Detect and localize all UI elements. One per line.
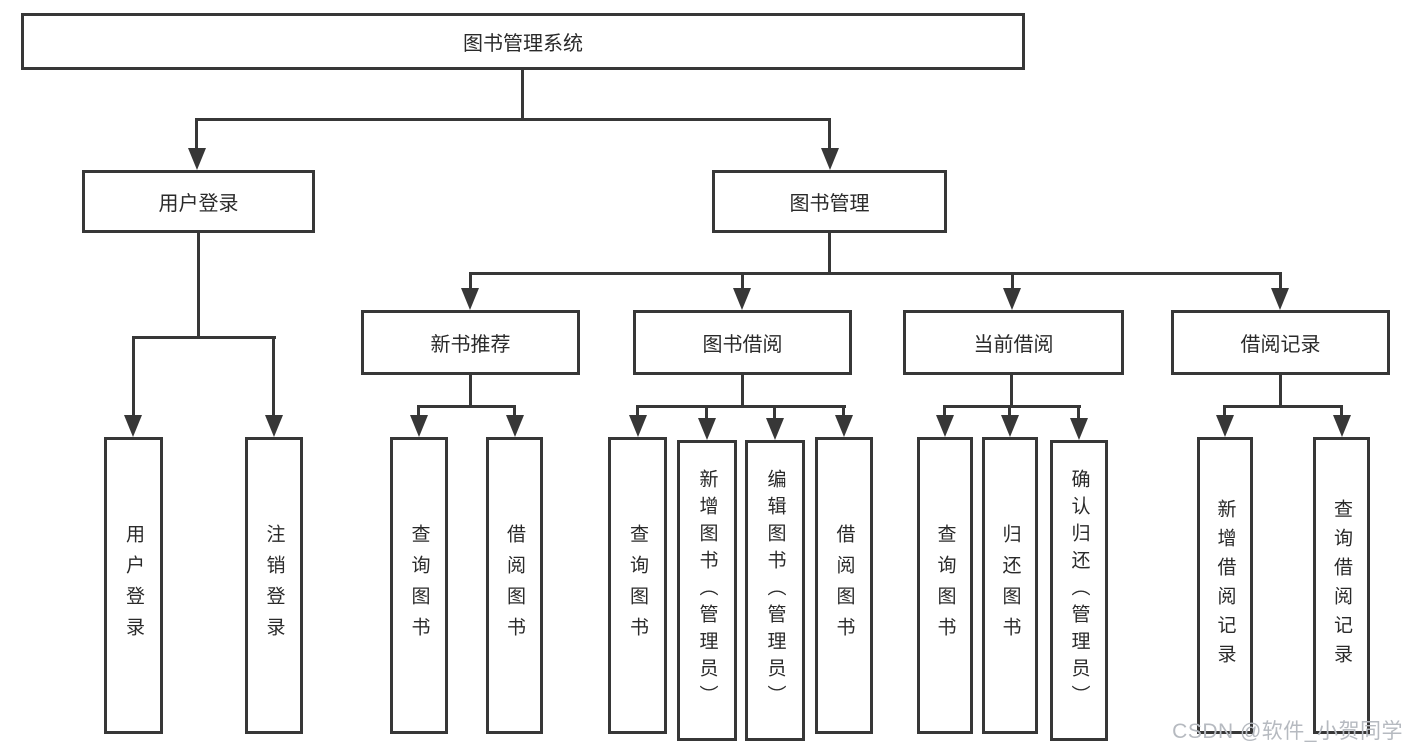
connector-line — [943, 405, 946, 415]
node-user-login: 用户登录 — [82, 170, 315, 233]
arrow-down-icon — [410, 415, 428, 437]
node-label: 借阅记录 — [1240, 334, 1321, 356]
leaf-return-books: 归还图书 — [982, 437, 1038, 734]
node-new-book-recommend: 新书推荐 — [361, 310, 580, 375]
arrow-down-icon — [506, 415, 524, 437]
connector-line — [1011, 272, 1014, 288]
arrow-down-icon — [1271, 288, 1289, 310]
connector-line — [705, 405, 708, 418]
connector-line — [636, 405, 846, 408]
connector-line — [196, 118, 831, 121]
connector-line — [741, 375, 744, 405]
leaf-confirm-return-admin: 确认归还（管理员） — [1050, 440, 1108, 741]
arrow-down-icon — [265, 415, 283, 437]
node-label: 查询图书 — [627, 523, 648, 648]
connector-line — [636, 405, 639, 415]
arrow-down-icon — [1070, 418, 1088, 440]
connector-line — [417, 405, 516, 408]
connector-line — [469, 272, 472, 288]
connector-line — [197, 233, 200, 336]
connector-line — [1223, 405, 1226, 415]
node-current-borrow: 当前借阅 — [903, 310, 1124, 375]
leaf-borrow-books: 借阅图书 — [486, 437, 543, 734]
node-label: 新增图书（管理员） — [696, 469, 718, 712]
connector-line — [842, 405, 845, 415]
connector-line — [1010, 375, 1013, 405]
arrow-down-icon — [733, 288, 751, 310]
connector-line — [417, 405, 420, 415]
leaf-query-books: 查询图书 — [608, 437, 667, 734]
node-label: 查询借阅记录 — [1331, 498, 1352, 673]
connector-line — [943, 405, 1081, 408]
arrow-down-icon — [698, 418, 716, 440]
arrow-down-icon — [936, 415, 954, 437]
node-label: 用户登录 — [123, 523, 144, 648]
connector-line — [1340, 405, 1343, 415]
arrow-down-icon — [1333, 415, 1351, 437]
connector-line — [195, 118, 198, 150]
node-label: 归还图书 — [999, 523, 1021, 648]
leaf-query-books: 查询图书 — [390, 437, 448, 734]
node-label: 借阅图书 — [833, 523, 855, 648]
connector-line — [521, 70, 524, 118]
leaf-edit-books-admin: 编辑图书（管理员） — [745, 440, 805, 741]
node-library-system: 图书管理系统 — [21, 13, 1025, 70]
leaf-borrow-books: 借阅图书 — [815, 437, 873, 734]
leaf-add-borrow-record: 新增借阅记录 — [1197, 437, 1253, 734]
node-borrow-records: 借阅记录 — [1171, 310, 1390, 375]
leaf-query-books: 查询图书 — [917, 437, 973, 734]
connector-line — [773, 405, 776, 418]
node-label: 查询图书 — [408, 523, 430, 648]
node-book-borrow: 图书借阅 — [633, 310, 852, 375]
connector-line — [1008, 405, 1011, 415]
arrow-down-icon — [188, 148, 206, 170]
connector-line — [1279, 375, 1282, 405]
connector-line — [1223, 405, 1343, 408]
arrow-down-icon — [1216, 415, 1234, 437]
arrow-down-icon — [766, 418, 784, 440]
connector-line — [469, 375, 472, 405]
node-label: 用户登录 — [158, 193, 239, 215]
node-label: 图书借阅 — [702, 334, 783, 356]
node-label: 新增借阅记录 — [1214, 498, 1236, 673]
connector-line — [469, 272, 1282, 275]
connector-line — [272, 336, 275, 415]
connector-line — [1077, 405, 1080, 418]
node-book-management: 图书管理 — [712, 170, 947, 233]
node-label: 查询图书 — [934, 523, 956, 648]
node-label: 编辑图书（管理员） — [764, 469, 786, 712]
arrow-down-icon — [629, 415, 647, 437]
node-label: 图书管理系统 — [463, 33, 583, 55]
connector-line — [513, 405, 516, 415]
connector-line — [132, 336, 135, 415]
leaf-add-books-admin: 新增图书（管理员） — [677, 440, 737, 741]
node-label: 借阅图书 — [504, 523, 525, 648]
connector-line — [132, 336, 276, 339]
arrow-down-icon — [461, 288, 479, 310]
arrow-down-icon — [124, 415, 142, 437]
csdn-watermark: CSDN @软件_小贺同学 — [1172, 720, 1403, 743]
node-label: 新书推荐 — [430, 334, 511, 356]
arrow-down-icon — [1003, 288, 1021, 310]
connector-line — [1279, 272, 1282, 288]
connector-line — [828, 118, 831, 150]
connector-line — [741, 272, 744, 288]
leaf-query-borrow-record: 查询借阅记录 — [1313, 437, 1370, 734]
arrow-down-icon — [835, 415, 853, 437]
node-label: 确认归还（管理员） — [1068, 469, 1090, 712]
arrow-down-icon — [1001, 415, 1019, 437]
leaf-logout: 注销登录 — [245, 437, 303, 734]
node-label: 当前借阅 — [973, 334, 1054, 356]
connector-line — [828, 233, 831, 272]
leaf-user-login: 用户登录 — [104, 437, 163, 734]
node-label: 注销登录 — [263, 523, 285, 648]
node-label: 图书管理 — [789, 193, 870, 215]
arrow-down-icon — [821, 148, 839, 170]
